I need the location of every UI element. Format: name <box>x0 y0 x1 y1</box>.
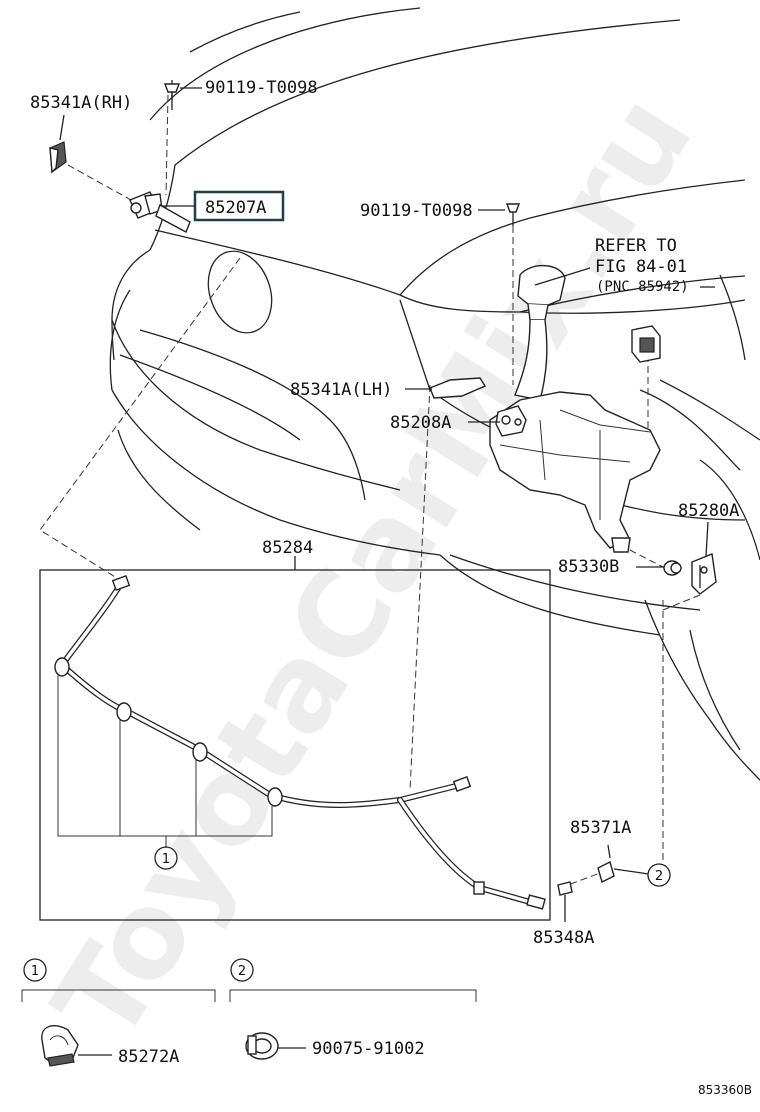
label-85208a: 85208A <box>390 413 451 433</box>
legend-2-text: 2 <box>238 964 246 979</box>
label-90119-top: 90119-T0098 <box>205 78 318 98</box>
hose-assembly-box <box>39 556 551 921</box>
refer-line-2: FIG 84-01 <box>595 257 687 277</box>
label-85272a: 85272A <box>118 1047 179 1067</box>
legend: 1 2 85272A 90075-91002 853360B <box>21 958 752 1097</box>
check-valve-icon <box>691 553 717 595</box>
callout-1-text: 1 <box>162 852 170 867</box>
washer-motor-icon <box>631 325 661 363</box>
clip-icon <box>41 1024 79 1067</box>
refer-line-1: REFER TO <box>595 236 677 256</box>
label-90075: 90075-91002 <box>312 1039 425 1059</box>
hose-clamp-legend-icon <box>245 1032 279 1060</box>
callout-2: 2 <box>641 863 671 887</box>
part-labels: 85341A(RH) 90119-T0098 85207A 90119-T009… <box>30 78 739 948</box>
label-85280a: 85280A <box>678 501 739 521</box>
callout-2-text: 2 <box>655 869 663 884</box>
label-85207a: 85207A <box>205 198 266 218</box>
screw-icon-2 <box>505 203 521 226</box>
washer-tank-icon <box>489 264 661 553</box>
callout-1: 1 <box>154 846 178 870</box>
label-85371a: 85371A <box>570 818 631 838</box>
grommet-icon <box>663 560 682 576</box>
label-85348a: 85348A <box>533 928 594 948</box>
figure-id: 853360B <box>698 1083 752 1097</box>
leader-lines <box>39 94 701 889</box>
label-90119-mid: 90119-T0098 <box>360 201 473 221</box>
screw-icon <box>163 80 181 110</box>
label-85284: 85284 <box>262 538 313 558</box>
hose-joint-icon <box>557 844 643 922</box>
washer-nozzle-icon <box>129 191 191 233</box>
legend-1-text: 1 <box>31 964 39 979</box>
washer-nozzle-cover-rh <box>49 141 67 174</box>
label-85341a-rh: 85341A(RH) <box>30 93 132 113</box>
refer-line-3: (PNC 85942) <box>596 279 689 295</box>
hose-clamp-icon <box>54 657 283 807</box>
washer-nozzle-lh-icon <box>495 405 527 437</box>
label-85341a-lh: 85341A(LH) <box>290 380 392 400</box>
washer-nozzle-cover-lh <box>429 377 487 399</box>
label-85330b: 85330B <box>558 557 619 577</box>
